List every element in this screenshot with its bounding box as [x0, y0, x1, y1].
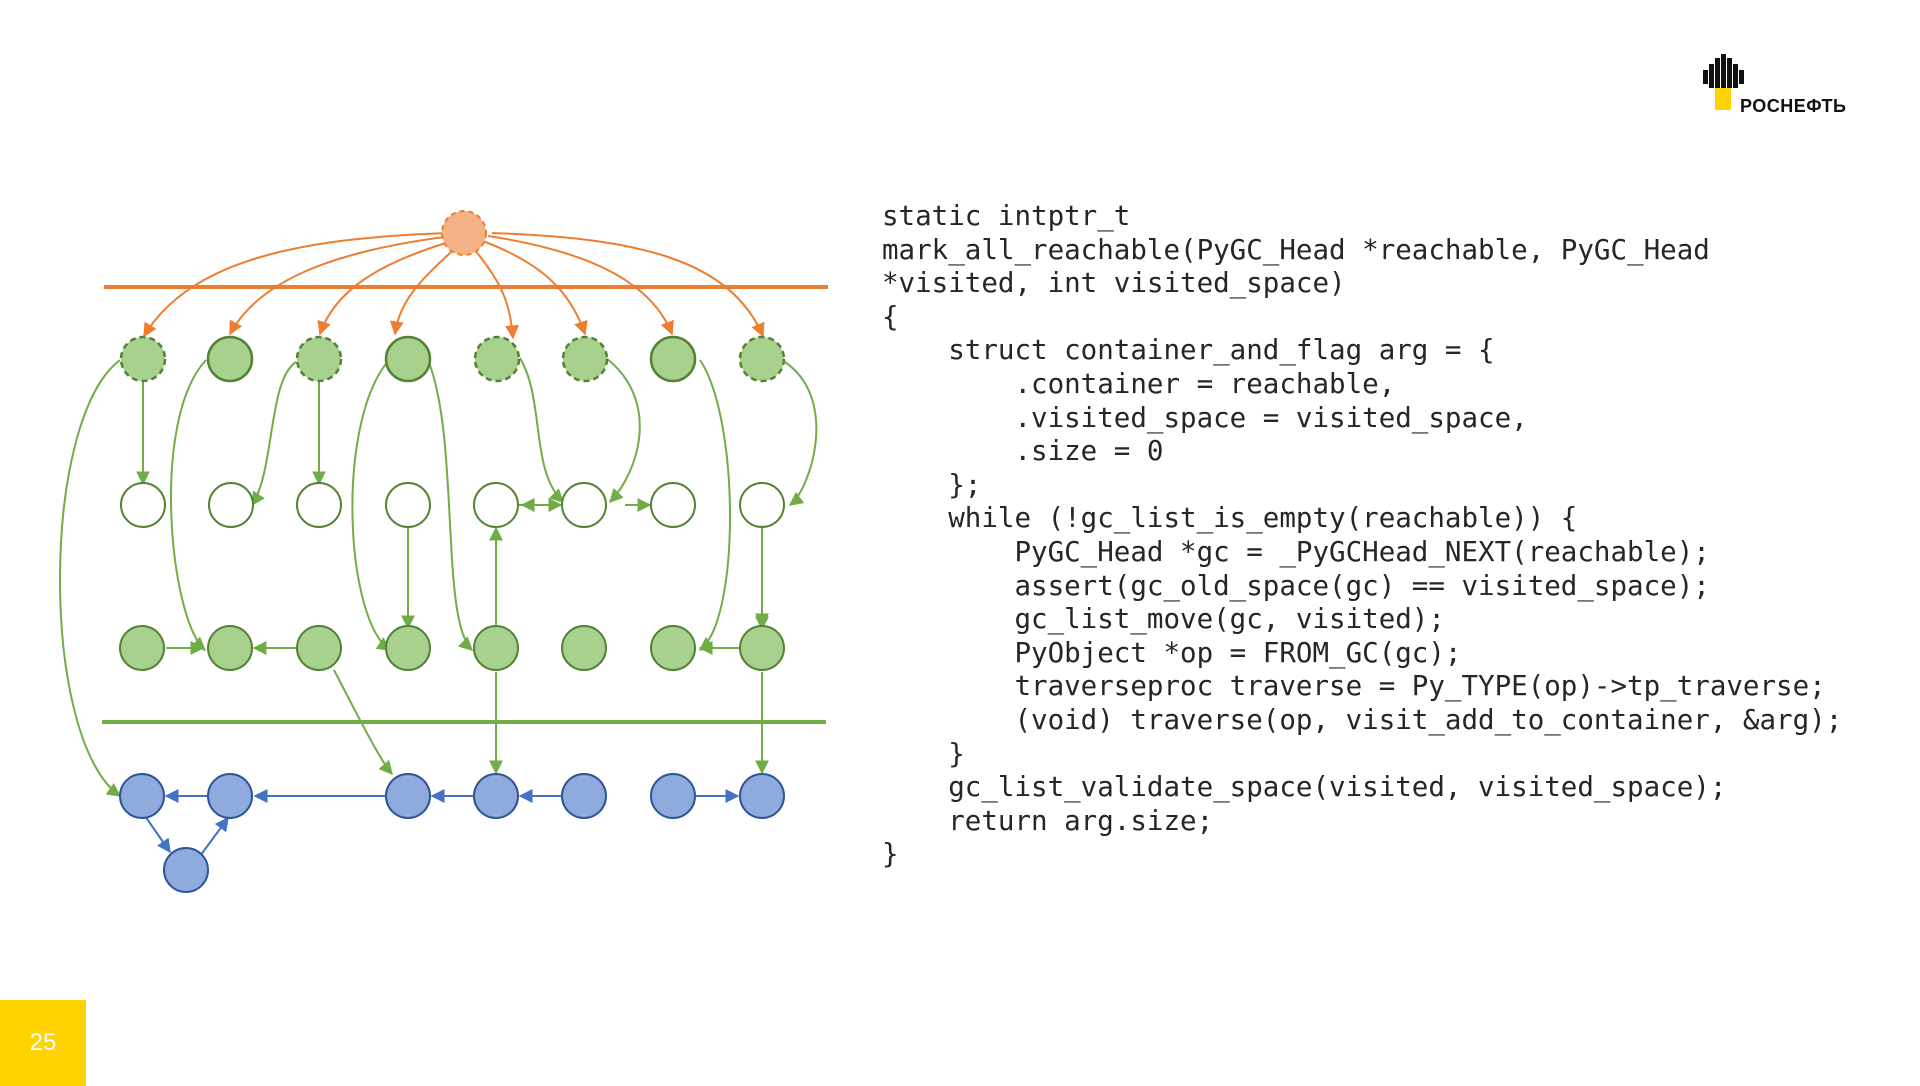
graph-node: [207, 625, 253, 671]
graph-node: [207, 773, 253, 819]
code-line: assert(gc_old_space(gc) == visited_space…: [882, 569, 1710, 602]
graph-node: [561, 625, 607, 671]
graph-node: [385, 482, 431, 528]
code-line: .visited_space = visited_space,: [882, 401, 1528, 434]
graph-node: [561, 773, 607, 819]
graph-node: [649, 335, 697, 383]
code-line: struct container_and_flag arg = {: [882, 334, 1495, 367]
code-line: while (!gc_list_is_empty(reachable)) {: [882, 502, 1578, 535]
code-line: }: [882, 737, 965, 770]
code-line: .size = 0: [882, 435, 1164, 468]
code-line: static intptr_t: [882, 200, 1131, 232]
green-edges: [59, 357, 818, 797]
row-green-roots: [119, 335, 786, 383]
graph-node: [163, 847, 209, 893]
graph-node: [739, 625, 785, 671]
graph-node: [739, 773, 785, 819]
blue-edges: [144, 789, 740, 857]
graph-node: [296, 482, 342, 528]
code-line: gc_list_validate_space(visited, visited_…: [882, 771, 1727, 804]
root-edges: [143, 232, 765, 340]
gc-reachability-diagram: [59, 210, 828, 893]
rosneft-logo-icon: [1703, 54, 1744, 110]
code-line: (void) traverse(op, visit_add_to_contain…: [882, 703, 1843, 736]
row-green-nodes: [119, 625, 785, 671]
graph-node: [120, 482, 166, 528]
graph-node: [738, 335, 786, 383]
graph-node: [206, 335, 254, 383]
graph-node: [650, 482, 696, 528]
code-line: }: [882, 838, 899, 871]
graph-node: [561, 482, 607, 528]
code-line: *visited, int visited_space): [882, 267, 1346, 300]
graph-node: [296, 625, 342, 671]
graph-node: [473, 773, 519, 819]
row-blue-nodes: [119, 773, 785, 893]
code-line: PyObject *op = FROM_GC(gc);: [882, 636, 1462, 669]
code-line: {: [882, 300, 899, 333]
graph-node: [473, 335, 521, 383]
code-line: .container = reachable,: [882, 367, 1396, 400]
graph-node: [208, 482, 254, 528]
code-line: PyGC_Head *gc = _PyGCHead_NEXT(reachable…: [882, 535, 1710, 568]
graph-node: [561, 335, 609, 383]
page-number-label: 25: [29, 1029, 57, 1056]
graph-node: [119, 335, 167, 383]
code-line: return arg.size;: [882, 804, 1214, 837]
row-empty-nodes: [120, 482, 785, 528]
graph-node: [295, 335, 343, 383]
logo-wordmark: РОСНЕФТЬ: [1740, 96, 1847, 116]
code-line: traverseproc traverse = Py_TYPE(op)->tp_…: [882, 670, 1826, 703]
page-number: 25: [0, 1000, 86, 1086]
root-node: [441, 210, 487, 256]
graph-node: [650, 625, 696, 671]
graph-node: [119, 625, 165, 671]
graph-node: [473, 482, 519, 528]
code-line: mark_all_reachable(PyGC_Head *reachable,…: [882, 233, 1710, 266]
graph-node: [119, 773, 165, 819]
graph-node: [473, 625, 519, 671]
code-line: };: [882, 468, 982, 501]
graph-node: [384, 335, 432, 383]
graph-node: [650, 773, 696, 819]
code-line: gc_list_move(gc, visited);: [882, 603, 1445, 636]
graph-node: [385, 773, 431, 819]
graph-node: [385, 625, 431, 671]
graph-node: [739, 482, 785, 528]
